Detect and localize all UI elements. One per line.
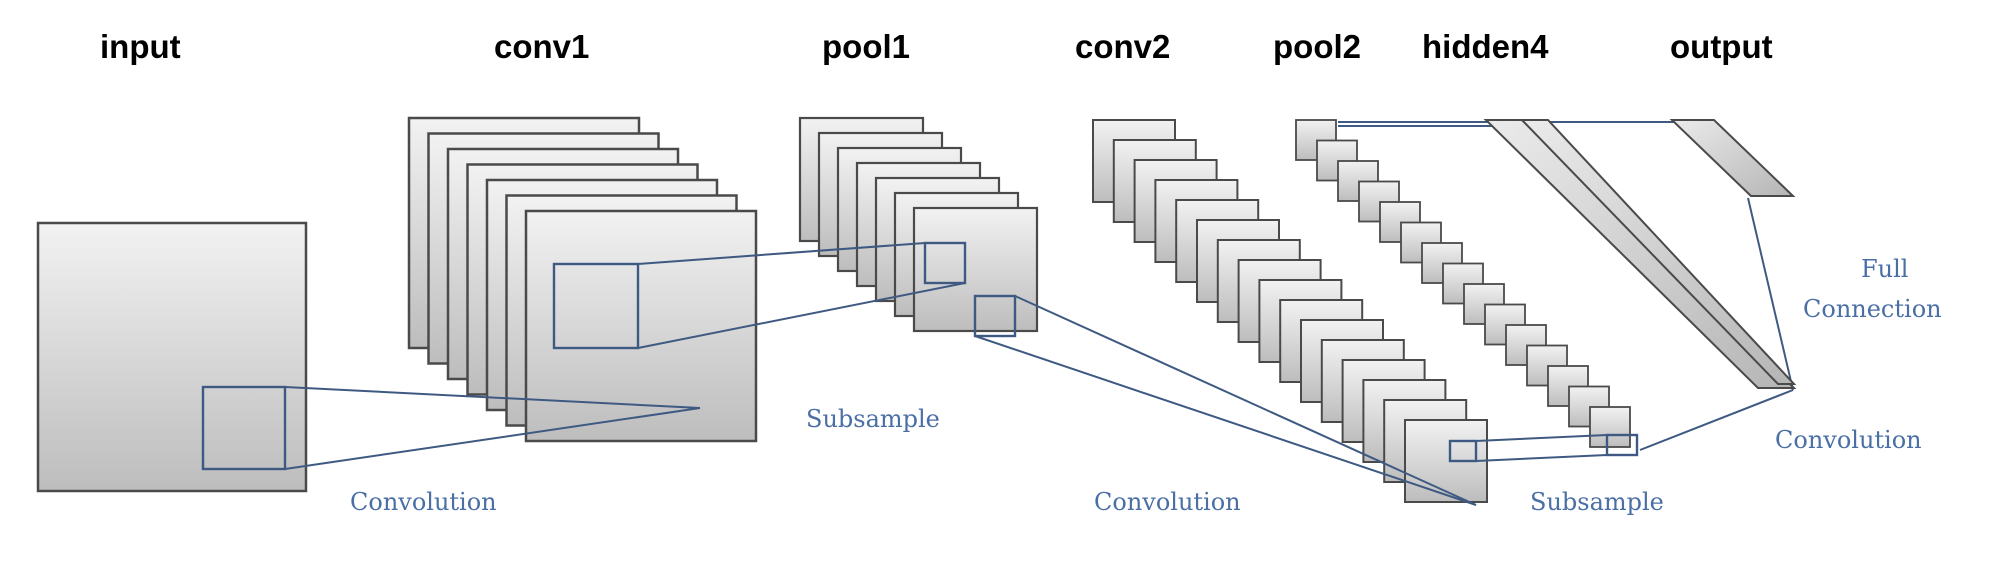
- layer-title-input: input: [100, 28, 181, 65]
- label-full-connection-line2: Connection: [1803, 295, 1942, 323]
- input-receptive-field: [201, 385, 287, 471]
- conv2-receptive-field: [1448, 439, 1478, 463]
- layer-title-conv1: conv1: [494, 28, 589, 65]
- label-subsample-2: Subsample: [1530, 488, 1664, 516]
- conv1-map: [524, 209, 758, 443]
- conv1-feature-maps: [407, 116, 758, 443]
- label-convolution-3: Convolution: [1775, 426, 1922, 454]
- pool1-receptive-field-a: [923, 241, 967, 285]
- pool2-receptive-field: [1605, 433, 1639, 457]
- hidden4-units: [1483, 119, 1797, 389]
- connection-lines: [284, 121, 1794, 506]
- output-unit: [1669, 119, 1796, 197]
- pool1-feature-maps: [798, 116, 1039, 333]
- label-convolution-1: Convolution: [350, 488, 497, 516]
- label-subsample-1: Subsample: [806, 405, 940, 433]
- pool2-feature-maps: [1295, 119, 1631, 448]
- conv2-feature-maps: [1092, 119, 1488, 503]
- input-map: [36, 221, 308, 493]
- layer-title-hidden4: hidden4: [1422, 28, 1549, 65]
- label-convolution-2: Convolution: [1094, 488, 1241, 516]
- layer-title-pool1: pool1: [822, 28, 910, 65]
- pool2-map: [1589, 406, 1631, 448]
- hidden4-slab-2: [1519, 119, 1797, 385]
- conv1-receptive-field: [552, 262, 640, 350]
- label-full-connection-line1: Full: [1861, 255, 1908, 283]
- layer-title-output: output: [1670, 28, 1773, 65]
- pool1-receptive-field-b: [973, 294, 1017, 338]
- layer-title-pool2: pool2: [1273, 28, 1361, 65]
- layer-title-conv2: conv2: [1075, 28, 1170, 65]
